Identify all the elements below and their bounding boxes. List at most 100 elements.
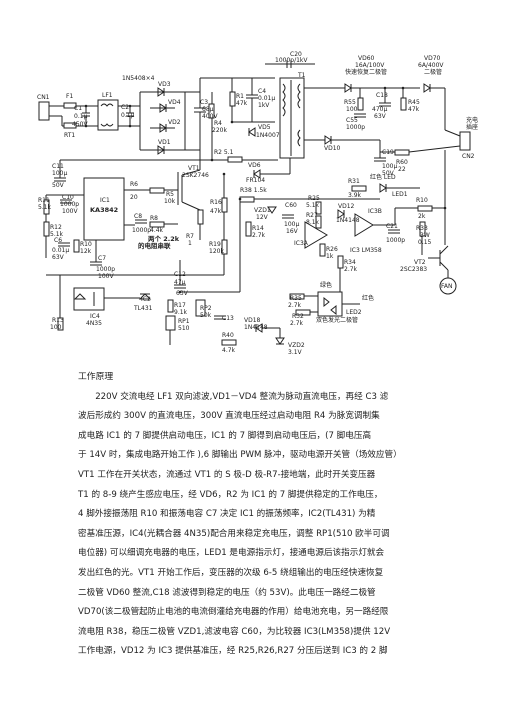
label-c4-cap: 0.01μ [258,95,275,102]
label-c60-cap: 100μ [284,221,299,228]
label-c7: C7 [98,255,106,262]
label-t1: T1 [297,72,306,79]
label-r10b: R10 [416,197,428,204]
label-c20-val: 1000p/1kV [275,57,308,64]
label-c6-volt: 63V [52,254,65,261]
label-r26: R26 [326,246,338,253]
label-vd12-part: 1N4148 [336,217,360,224]
label-ic4: IC4 [90,313,100,320]
label-c8: C8 [134,213,142,220]
label-vd4: VD4 [168,99,181,106]
label-c19-volt: 50V [382,170,395,177]
label-r7-val: 1 [188,240,192,247]
label-vd60: VD60 [358,55,375,62]
label-c55: C55 [346,117,358,124]
paragraph: 220V 交流电经 LF1 双向滤波,VD1－VD4 整流为脉动直流电压，再经 … [78,388,438,662]
label-vzd2: VZD2 [288,342,305,349]
resistor-r26 [319,243,326,257]
opamp-ic3b [354,213,374,237]
opamp-ic3a [304,221,328,249]
label-c3: C3 [200,99,208,106]
label-red-led: 红色 LED [370,173,396,181]
label-vd2: VD2 [168,119,181,126]
label-r35: R35 [290,295,302,302]
label-c1-cap: 0.1μ [74,113,88,120]
label-c7-cap: 1000p [96,266,115,273]
label-c19-cap: 100μ [382,163,397,170]
label-vt1: VT1 [188,165,200,172]
resistor-r7 [197,209,204,225]
label-r33-power: 3W [420,232,430,239]
label-c18-cap: 470μ [372,106,387,113]
label-c20: C20 [290,51,302,58]
label-vd3: VD3 [158,81,171,88]
label-r40: R40 [222,332,234,339]
label-c4-volt: 1kV [258,102,270,109]
label-vd5: VD5 [258,124,271,131]
resistor-r1 [229,91,236,107]
label-vd60-rating: 16A/100V [355,62,385,69]
connector-cn1 [38,101,50,121]
resistor-r45 [400,97,407,111]
label-r13-val: 100 [50,324,62,331]
label-r8-val: 4.4k [150,227,164,234]
label-r55-val: 100 [346,106,358,113]
label-vd70-type: 二极管 [424,68,442,76]
label-cn1: CN1 [37,94,50,101]
text-line: 于 14V 时，集成电路开始工作 ),6 脚输出 PWM 脉冲，驱动电源开关管（… [78,450,402,461]
label-r35-val: 2.7k [288,302,302,309]
text-line: 二极管 VD60 整流,C18 滤波得到稳定的电压（约 53V)。此电压一路经二… [78,587,376,598]
label-r60: R60 [396,159,408,166]
text-line: T1 的 8-9 绕产生感应电压，经 VD6，R2 为 IC1 的 7 脚提供稳… [78,489,383,500]
resistor-r10b [417,205,433,212]
led2-bicolor [317,291,343,317]
text-line: 密基准压源，IC4(光耦合器 4N35)配合用来稳定充电压，调整 RP1(510… [78,528,390,539]
label-ic2: IC2 [141,296,151,303]
resistor-r13 [57,317,64,331]
label-r25: R25 [308,195,320,202]
label-c21-val: 1000p [386,237,405,244]
label-r27-val: 8.1k [306,219,320,226]
text-line: 220V 交流电经 LF1 双向滤波,VD1－VD4 整流为脉动直流电压，再经 … [95,391,389,402]
label-ic1: IC1 [100,197,110,204]
label-r4-val: 220k [212,127,227,134]
label-c13: C13 [222,315,234,322]
label-c12: C12 [174,271,186,278]
label-r4: R4 [214,120,222,127]
label-vd70: VD70 [424,55,441,62]
label-rp1-val: 510 [178,325,190,332]
label-c10-cap: 1000p [60,201,79,208]
label-r40-val: 4.7k [222,347,236,354]
label-r60-val: 22 [398,166,406,173]
label-rp2: RP2 [200,305,212,312]
label-c10: C10 [62,194,74,201]
label-cn2: CN2 [462,153,475,160]
label-c7-volt: 100V [98,273,114,280]
text-line: 工作电源，VD12 为 IC3 提供基准压，经 R25,R26,R27 分压后送… [78,646,388,657]
label-r33: R33 [416,225,428,232]
label-vd6-part: FR104 [246,177,265,184]
line-filter-lf1 [97,99,119,131]
label-c12-volt: 63V [176,290,189,297]
label-bridge: 1N5408×4 [122,75,155,82]
resistor-r10 [73,239,80,253]
label-r1-val: 47k [236,100,248,107]
label-r5: R5 [166,191,174,198]
label-r31: R31 [348,178,360,185]
label-r38: R38 1.5k [240,187,267,194]
label-lf1: LF1 [102,92,113,99]
potentiometer-rp1 [165,315,176,331]
label-c60-volt: 16V [286,228,299,235]
label-vd18: VD18 [244,317,261,324]
label-charge-2: 插座 [466,123,478,131]
resistor-r6 [149,187,165,194]
label-r34: R34 [344,259,356,266]
schematic-labels: CN1 F1 RT1 C1 0.1μ 450V LF1 C2 0.1μ 1N54… [37,51,478,356]
label-r10-val: 12k [80,248,92,255]
label-rp2-val: 50k [200,312,212,319]
label-vd70-rating: 6A/400V [418,62,444,69]
label-vd12: VD12 [338,203,355,210]
label-r8-note-2: 的电阻串联 [138,241,171,250]
label-r32: R32 [292,313,304,320]
text-line: 波后形成约 300V 的直流电压，300V 直流电压经过启动电阻 R4 为脉宽调… [78,411,380,422]
